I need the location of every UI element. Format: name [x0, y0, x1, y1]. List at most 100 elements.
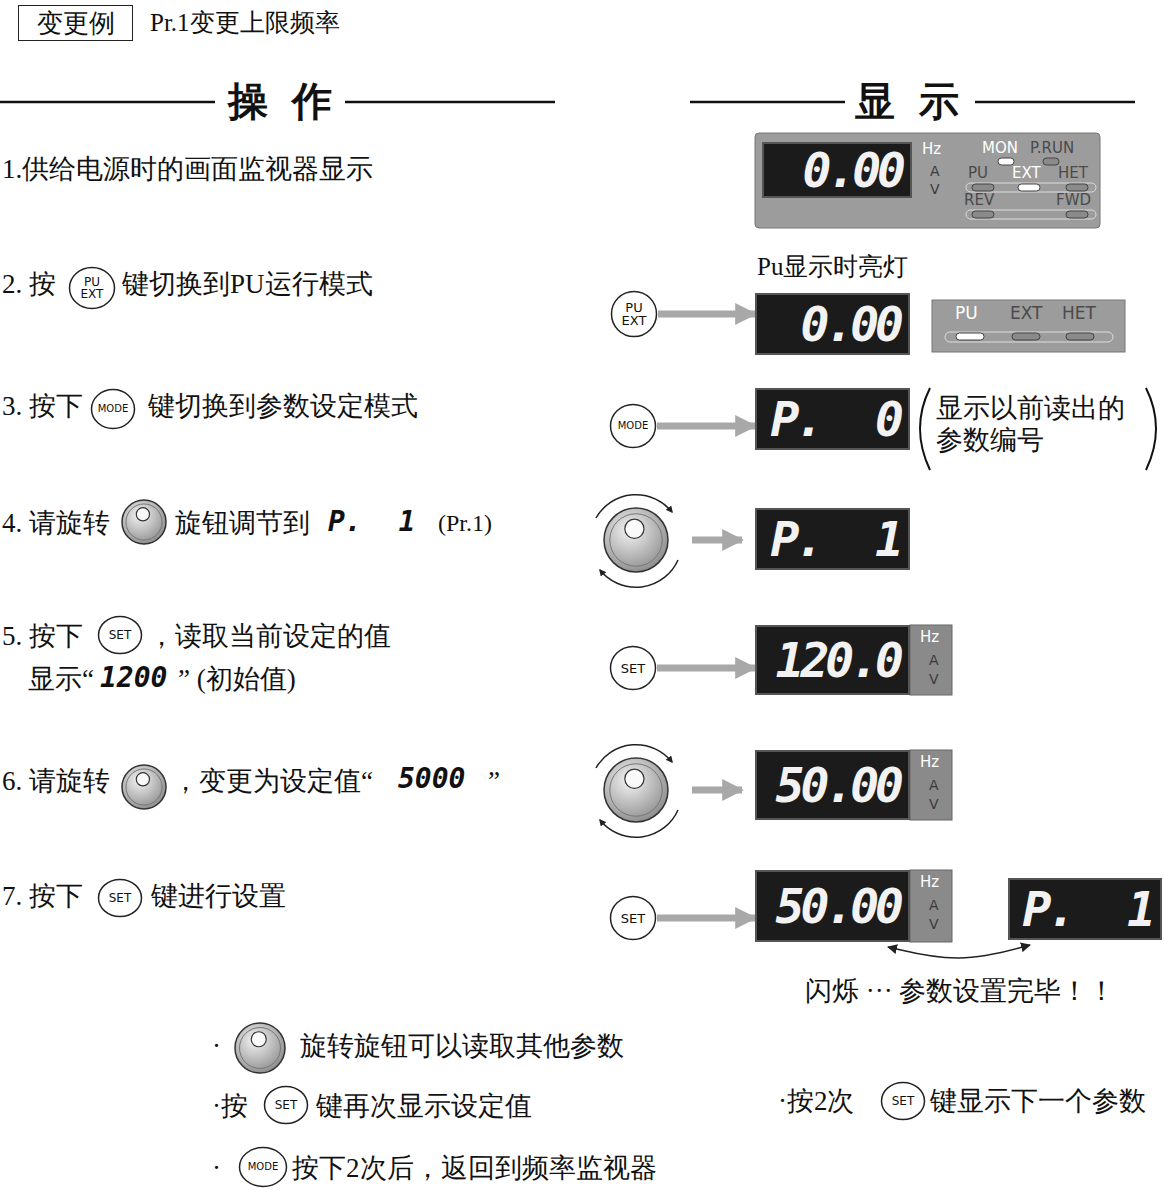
body-text: Pu显示时亮灯: [757, 252, 908, 282]
key-button: SET: [609, 645, 657, 691]
step-arrow: [657, 915, 755, 922]
unit-strip: [910, 870, 952, 942]
unit-label: A: [929, 897, 939, 914]
unit-strip: [910, 750, 952, 820]
body-text: Pr.1变更上限频率: [150, 8, 340, 38]
section-heading: 显 示: [855, 78, 959, 126]
key-outline: [609, 895, 657, 941]
lamp-label: MON: [982, 139, 1018, 157]
led-display: P. 1: [1008, 878, 1162, 940]
lamp-label: FWD: [1056, 191, 1091, 209]
key-label: SET: [109, 892, 132, 904]
rotation-arrows: [596, 495, 678, 588]
lamp-track: [966, 183, 1096, 192]
body-text: 1.供给电源时的画面监视器显示: [2, 153, 373, 185]
bracket: [1146, 388, 1156, 470]
lamp-label: EXT: [1010, 303, 1042, 323]
key-button: MODE: [90, 388, 136, 430]
body-text: ”: [488, 765, 500, 797]
unit-label: V: [929, 671, 939, 688]
indicator-lamp: [1043, 158, 1059, 165]
dial-knob: [604, 508, 668, 572]
body-text: 旋钮调节到: [175, 507, 310, 539]
led-display: 0.00: [755, 293, 910, 355]
indicator-lamp: [998, 158, 1014, 165]
lamp-label: HET: [1058, 164, 1088, 182]
unit-strip: [910, 625, 952, 695]
indicator-lamp: [972, 211, 994, 218]
display-digits: P. 1: [328, 505, 415, 539]
lamp-label: EXT: [1012, 164, 1041, 182]
body-text: ·按2次: [778, 1085, 855, 1117]
operation-panel: [755, 133, 1100, 228]
body-text: ，读取当前设定的值: [148, 620, 391, 652]
lamp-label: P.RUN: [1030, 139, 1074, 157]
key-button: PU EXT: [68, 266, 116, 310]
key-outline: [609, 403, 657, 449]
display-value: 120.0: [776, 632, 901, 688]
key-button: SET: [609, 895, 657, 941]
step-arrow: [692, 537, 742, 544]
body-text: ” (初始值): [178, 663, 296, 695]
example-tag: 变更例: [18, 5, 133, 41]
display-value: P. 1: [1022, 881, 1152, 937]
lamp-track: [966, 210, 1096, 219]
key-label: MODE: [248, 1162, 279, 1172]
key-button: MODE: [609, 403, 657, 449]
unit-label: V: [929, 916, 939, 933]
step-arrow: [658, 311, 755, 318]
key-outline: [609, 645, 657, 691]
body-text: ·按: [212, 1090, 248, 1122]
unit-label: V: [930, 181, 940, 198]
heading-rule: [345, 101, 555, 104]
indicator-lamp: [1066, 211, 1088, 218]
unit-label: Hz: [920, 873, 939, 891]
body-text: 键再次显示设定值: [316, 1090, 532, 1122]
indicator-lamp: [1018, 184, 1040, 191]
led-display: 50.00: [755, 750, 910, 820]
body-text: ，变更为设定值“: [172, 765, 373, 797]
display-value: 0.00: [800, 296, 900, 352]
key-outline: [610, 290, 658, 338]
led-display: 0.00: [762, 142, 912, 198]
key-label: PU EXT: [78, 276, 106, 300]
key-label: MODE: [618, 421, 649, 431]
heading-rule: [690, 101, 845, 104]
indicator-lamp: [1012, 333, 1040, 340]
body-text: (Pr.1): [438, 509, 492, 538]
key-outline: [97, 615, 143, 655]
bracket: [920, 388, 930, 470]
key-outline: [68, 266, 116, 310]
key-button: SET: [97, 615, 143, 655]
body-text: 按下2次后，返回到频率监视器: [292, 1152, 657, 1184]
indicator-lamp: [956, 333, 984, 340]
display-value: 0.00: [802, 142, 902, 198]
key-label: SET: [621, 912, 645, 925]
unit-label: Hz: [922, 140, 941, 158]
section-heading: 操 作: [228, 78, 332, 126]
blink-arrow: [888, 945, 1030, 958]
key-label: MODE: [98, 404, 129, 414]
key-outline: [97, 878, 143, 918]
indicator-lamp: [1066, 184, 1088, 191]
body-text: 旋转旋钮可以读取其他参数: [300, 1030, 624, 1062]
led-display: 50.00: [755, 870, 910, 942]
unit-label: Hz: [920, 753, 939, 771]
body-text: 7. 按下: [2, 880, 83, 912]
body-text: 键显示下一个参数: [930, 1085, 1146, 1117]
display-digits: 5000: [398, 762, 465, 796]
rotation-arrows: [596, 745, 678, 838]
key-outline: [90, 388, 136, 430]
indicator-lamp: [972, 184, 994, 191]
step-arrow: [657, 423, 755, 430]
dial-knob: [122, 765, 166, 809]
heading-rule: [975, 101, 1135, 104]
mode-lamp-panel: [932, 300, 1125, 352]
key-label: SET: [892, 1095, 915, 1107]
key-button: SET: [880, 1081, 926, 1121]
unit-label: Hz: [920, 628, 939, 646]
key-button: PU EXT: [610, 290, 658, 338]
key-label: SET: [621, 662, 645, 675]
